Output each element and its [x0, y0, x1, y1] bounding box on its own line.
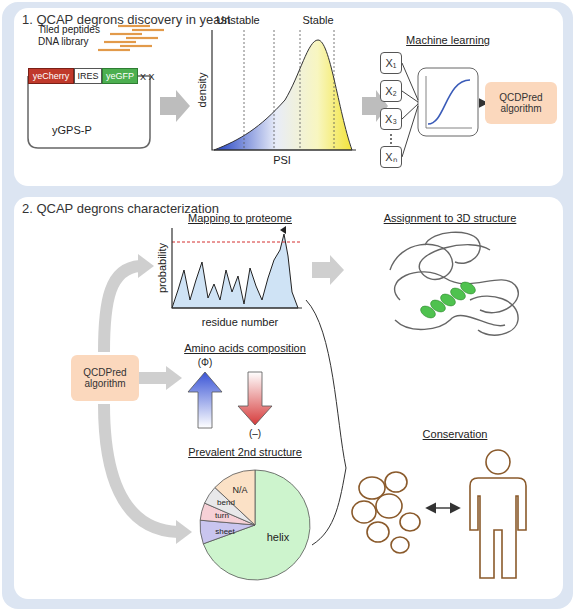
box-text: yeCherry: [33, 71, 70, 81]
label: (Φ): [198, 357, 213, 369]
label: density: [196, 73, 209, 108]
box-text: X₃: [385, 113, 397, 126]
label: Machine learning: [406, 34, 490, 47]
algorithm-box: QCDPred algorithm: [485, 82, 557, 124]
label: X X: [140, 72, 155, 82]
box-text: IRES: [77, 71, 98, 81]
label: N/A: [232, 485, 247, 495]
feature-box: X₁: [380, 52, 402, 74]
label: Assignment to 3D structure: [384, 212, 517, 225]
label: helix: [267, 531, 290, 544]
box-text: QCDPred algorithm: [485, 92, 557, 115]
label: PSI: [273, 154, 291, 167]
label: (–): [249, 428, 261, 440]
label: turn: [215, 511, 229, 520]
algorithm-box: QCDPred algorithm: [71, 355, 139, 401]
label: Amino acids composition: [184, 342, 306, 355]
label: Conservation: [423, 428, 488, 441]
feature-box: Xₙ: [380, 146, 402, 168]
label: DNA library: [38, 36, 89, 48]
gene-box: IRES: [74, 68, 102, 84]
box-text: X₂: [385, 85, 397, 98]
label: Mapping to proteome: [188, 212, 292, 225]
feature-box: X₃: [380, 108, 402, 130]
label: Prevalent 2nd structure: [188, 446, 302, 459]
label: yGPS-P: [52, 124, 92, 137]
box-text: X₁: [385, 57, 396, 70]
gene-box: yeCherry: [28, 68, 74, 84]
gene-box: yeGFP: [102, 68, 138, 84]
label: sheet: [215, 527, 235, 536]
label: bend: [217, 498, 235, 507]
box-text: yeGFP: [106, 71, 134, 81]
label: probability: [156, 243, 169, 293]
label: Unstable: [216, 14, 259, 27]
label: Tiled peptides: [38, 24, 100, 36]
label: residue number: [202, 316, 278, 329]
box-text: QCDPred algorithm: [71, 367, 139, 390]
box-text: Xₙ: [385, 151, 396, 164]
feature-box: X₂: [380, 80, 402, 102]
label: Stable: [302, 14, 333, 27]
